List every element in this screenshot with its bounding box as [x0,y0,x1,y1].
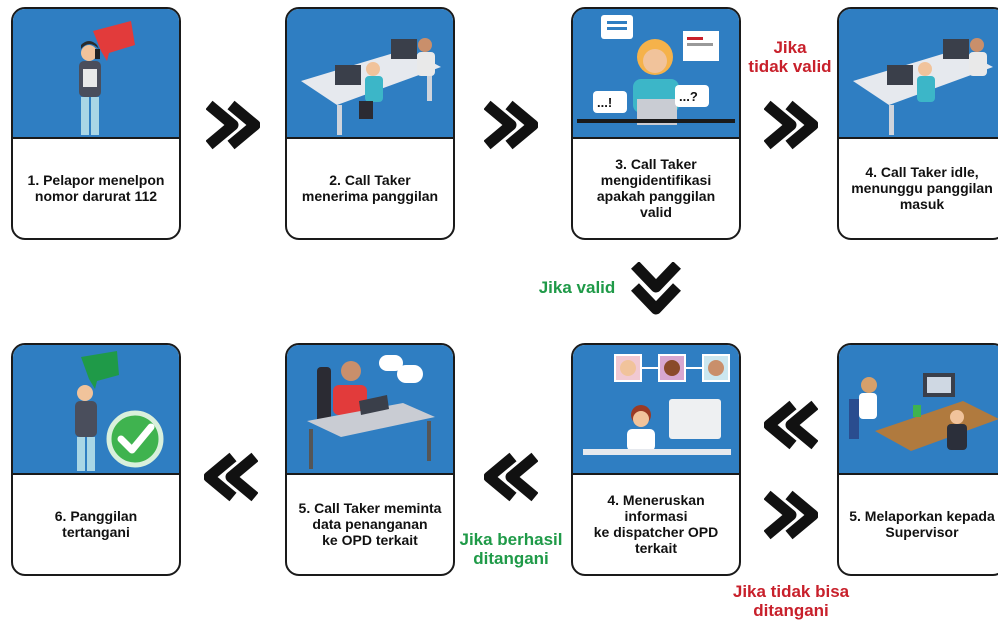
step-card-4-forward: 4. Meneruskan informasi ke dispatcher OP… [571,343,741,576]
step-text: 6. Panggilan tertangani [54,507,138,540]
step-card-6: 6. Panggilan tertangani [11,343,181,576]
dispatcher-illustration [573,345,739,475]
step-text: 4. Call Taker idle, menunggu panggilan m… [851,163,993,212]
step-text: 5. Melaporkan kepada Supervisor [849,507,995,540]
step-card-5-supervisor: 5. Melaporkan kepada Supervisor [837,343,998,576]
condition-label-not-handled: Jika tidak bisa ditangani [732,582,850,620]
call-center-idle-illustration [839,9,998,139]
step-card-5-request: 5. Call Taker meminta data penanganan ke… [285,343,455,576]
double-chevron-right-icon [484,100,538,150]
condition-label-invalid: Jika tidak valid [748,38,832,76]
step-text: 5. Call Taker meminta data penanganan ke… [298,499,442,548]
call-center-illustration [287,9,453,139]
bubble-text: ...! [597,95,613,110]
condition-label-handled: Jika berhasil ditangani [459,530,563,568]
operator-laptop-illustration [287,345,453,475]
operator-identifying-illustration: ...! ...? [573,9,739,139]
supervisor-meeting-illustration [839,345,998,475]
double-chevron-left-icon [764,400,818,450]
double-chevron-left-icon [484,452,538,502]
caller-illustration [13,9,179,139]
double-chevron-right-icon [764,100,818,150]
step-card-1: 1. Pelapor menelpon nomor darurat 112 [11,7,181,240]
bubble-text: ...? [679,89,698,104]
condition-label-valid: Jika valid [538,278,616,297]
step-card-2: 2. Call Taker menerima panggilan [285,7,455,240]
call-handled-illustration [13,345,179,475]
double-chevron-right-icon [206,100,260,150]
step-text: 2. Call Taker menerima panggilan [301,171,439,204]
double-chevron-down-icon [630,262,682,316]
step-text: 3. Call Taker mengidentifikasi apakah pa… [596,155,716,220]
step-card-4-idle: 4. Call Taker idle, menunggu panggilan m… [837,7,998,240]
step-text: 4. Meneruskan informasi ke dispatcher OP… [593,491,719,556]
double-chevron-right-icon [764,490,818,540]
double-chevron-left-icon [204,452,258,502]
step-card-3: ...! ...? 3. Call Taker mengidentifikasi… [571,7,741,240]
step-text: 1. Pelapor menelpon nomor darurat 112 [27,171,165,204]
